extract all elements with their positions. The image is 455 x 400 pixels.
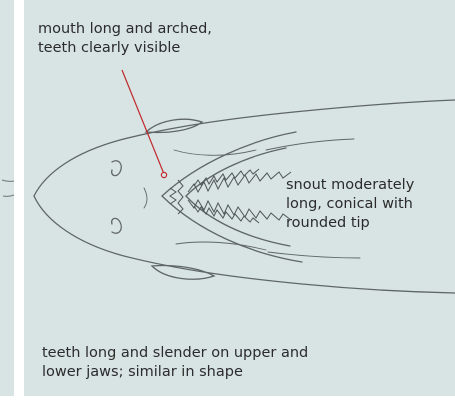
shark-head-diagram: mouth long and arched, teeth clearly vis… <box>24 0 455 396</box>
upper-jaw-teeth <box>188 169 291 192</box>
mouth-pointer-line <box>122 70 164 174</box>
panel-divider <box>14 0 24 396</box>
previous-panel-fragment-icon <box>0 0 14 396</box>
upper-eye <box>112 161 122 176</box>
previous-panel-edge <box>0 0 14 396</box>
mouth-pointer-dot <box>161 172 166 177</box>
lower-eye <box>112 218 122 233</box>
snout-annotation: snout moderately long, conical with roun… <box>286 176 454 233</box>
upper-fin-outline <box>146 119 202 132</box>
mouth-annotation: mouth long and arched, teeth clearly vis… <box>38 20 298 58</box>
teeth-annotation: teeth long and slender on upper and lowe… <box>42 344 442 382</box>
mouth-inner <box>186 148 290 246</box>
lower-fin-outline <box>152 265 214 279</box>
